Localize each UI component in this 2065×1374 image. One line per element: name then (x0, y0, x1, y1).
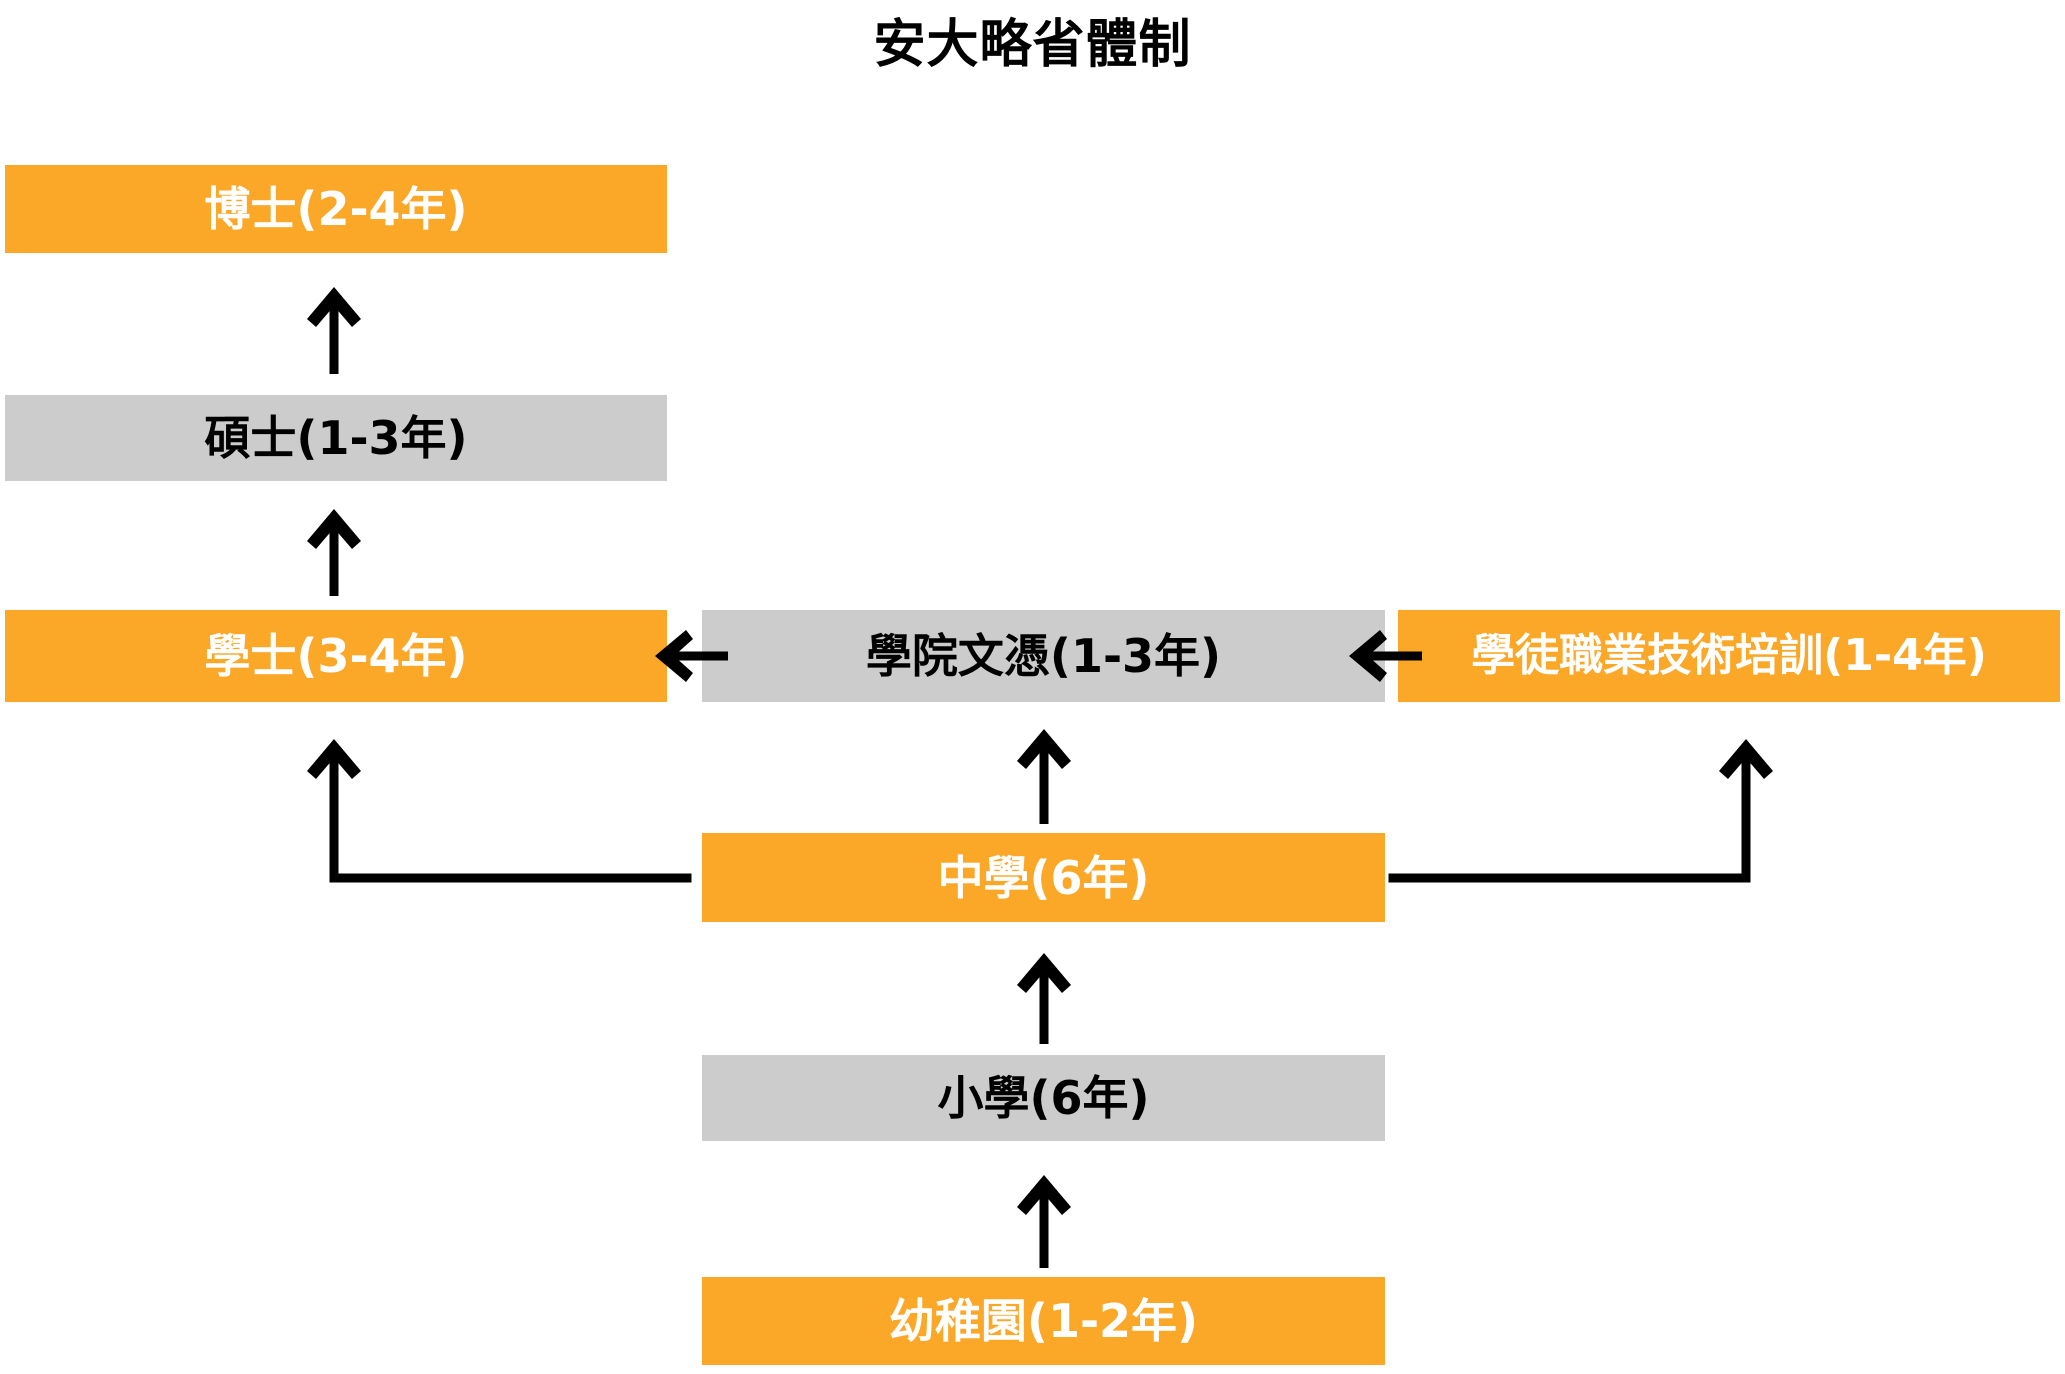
arrow-bachelors-to-masters (295, 500, 375, 600)
page-title: 安大略省體制 (873, 15, 1192, 75)
node-doctorate: 博士(2-4年) (5, 165, 667, 253)
arrow-secondary-to-bachelors (295, 730, 715, 890)
node-college-diploma: 學院文憑(1-3年) (702, 610, 1385, 702)
node-primary-school: 小學(6年) (702, 1055, 1385, 1141)
arrow-primary-to-secondary (1005, 944, 1085, 1048)
arrow-secondary-to-apprenticeship (1385, 730, 1785, 890)
node-secondary-school: 中學(6年) (702, 833, 1385, 922)
arrow-kindergarten-to-primary (1005, 1166, 1085, 1272)
node-bachelors: 學士(3-4年) (5, 610, 667, 702)
node-masters: 碩士(1-3年) (5, 395, 667, 481)
arrow-secondary-to-college (1005, 720, 1085, 828)
node-apprenticeship: 學徒職業技術培訓(1-4年) (1398, 610, 2060, 702)
node-kindergarten: 幼稚園(1-2年) (702, 1277, 1385, 1365)
arrow-masters-to-doctorate (295, 278, 375, 378)
